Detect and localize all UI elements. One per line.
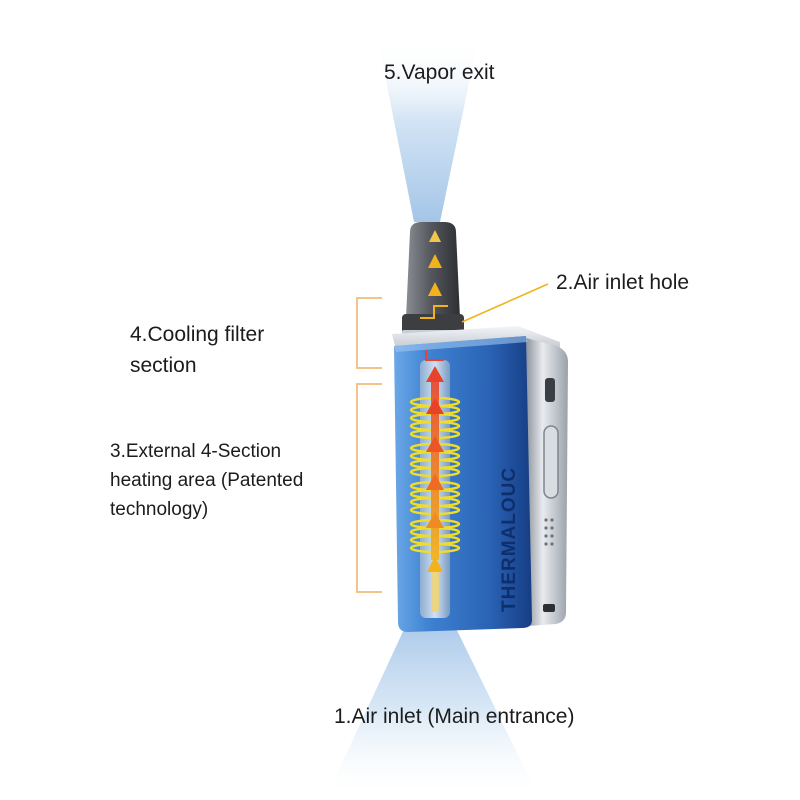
usb-port	[543, 604, 555, 612]
cooling-bracket	[356, 297, 382, 369]
side-button	[543, 425, 559, 499]
heating-area-label-line2: heating area (Patented	[110, 470, 304, 491]
heating-area-label: 3.External 4-Section heating area (Paten…	[110, 437, 303, 524]
vapor-exit-plume	[378, 40, 478, 222]
cooling-filter-label: 4.Cooling filter section	[130, 319, 264, 381]
vent-dots	[544, 518, 554, 546]
vapor-exit-label: 5.Vapor exit	[384, 61, 495, 84]
air-inlet-hole-label: 2.Air inlet hole	[556, 271, 690, 294]
cooling-filter-label-line2: section	[130, 354, 197, 377]
mouthpiece-collar	[402, 314, 464, 334]
heating-area-label-line3: technology)	[110, 499, 209, 520]
brand-text: THERMALOUC	[499, 467, 520, 612]
heating-bracket	[356, 383, 382, 593]
arrow-up-icon	[426, 512, 444, 528]
air-inlet-pointer	[461, 283, 549, 323]
air-inlet-main-label: 1.Air inlet (Main entrance)	[334, 705, 575, 728]
mouthpiece	[406, 222, 460, 318]
air-inlet-plume	[325, 612, 540, 800]
heating-area-label-line1: 3.External 4-Section	[110, 441, 282, 462]
airflow-arrows	[420, 230, 448, 612]
cooling-filter-label-line1: 4.Cooling filter	[130, 323, 265, 346]
side-switch	[545, 378, 555, 402]
